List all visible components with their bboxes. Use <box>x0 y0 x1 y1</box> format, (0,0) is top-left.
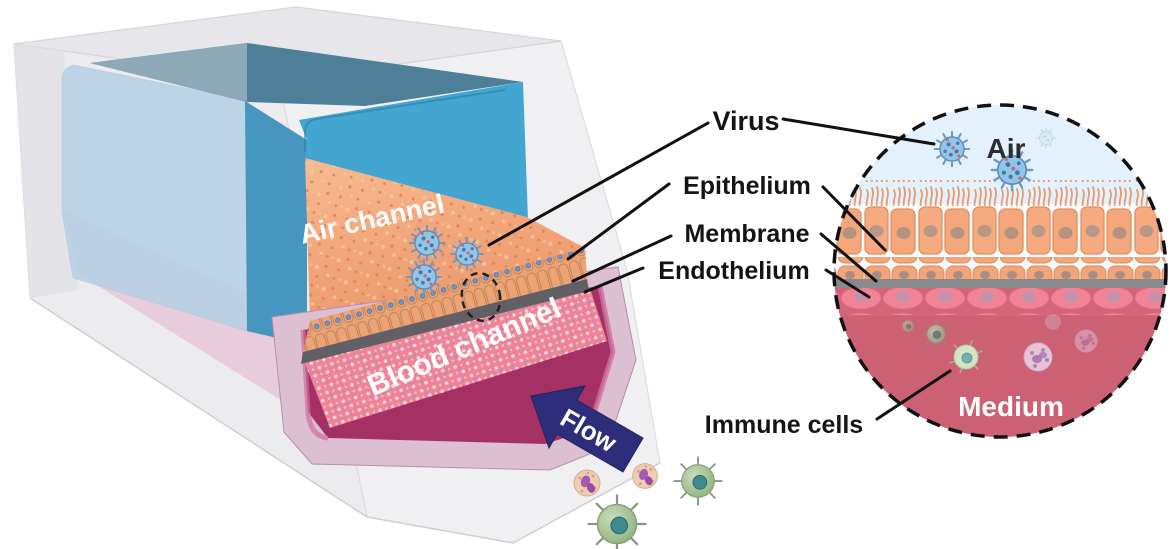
callout-labels: Virus Epithelium Membrane Endothelium Im… <box>658 106 863 439</box>
callout-lines <box>487 117 952 421</box>
inset-air-label: Air <box>987 133 1026 164</box>
endothelium-leader-right <box>824 268 871 299</box>
magnified-region-ellipse <box>460 271 502 323</box>
blood-channel-rim-highlight-left <box>300 329 329 441</box>
membrane-label: Membrane <box>684 220 809 248</box>
air-channel-front-face <box>299 82 528 220</box>
inset-membrane-bar <box>834 278 1166 288</box>
air-channel-top-overlap <box>90 43 247 102</box>
endothelium-leader-left <box>583 266 645 294</box>
membrane-edge-strip <box>301 279 589 364</box>
epithelium-label: Epithelium <box>683 172 811 200</box>
air-channel-rim-line <box>304 89 506 152</box>
air-channel-edge-band <box>245 101 307 345</box>
immune-cell-green-icon <box>673 456 723 506</box>
immune-cell-green-icon <box>922 320 950 348</box>
chip-3d-device: Air channel Blood channel Flow <box>13 6 661 544</box>
endothelium-label: Endothelium <box>658 257 809 285</box>
blood-channel-rim-highlight-right <box>586 285 616 431</box>
inset-flat-epithelium <box>834 256 1166 279</box>
epithelium-leader-right <box>821 185 887 252</box>
chip-bottom-edge <box>29 297 661 544</box>
inset-dashed-border <box>832 103 1168 439</box>
membrane-leader-left <box>571 234 673 283</box>
inset-columnar-epithelium <box>834 204 1166 257</box>
immune-cell-green-icon <box>587 494 647 549</box>
immune-cells-label: Immune cells <box>705 411 863 439</box>
magnified-inset: Air Medium <box>832 103 1168 439</box>
immune-cell-purple-icon <box>1074 329 1098 353</box>
inset-cilia <box>834 180 1166 206</box>
virus-label: Virus <box>712 106 779 136</box>
virus-leader-right <box>781 117 936 146</box>
virus-leader-left <box>487 121 710 247</box>
immune-cells-leader <box>875 369 952 421</box>
inset-endothelium-cells <box>834 288 1166 315</box>
neutrophil-icon <box>573 469 601 497</box>
immune-cell-green-icon <box>899 317 917 335</box>
epithelium-front-cells <box>303 248 587 352</box>
neutrophil-icon <box>632 463 658 489</box>
immune-cell-faint-icon <box>1045 314 1061 330</box>
membrane-leader-right <box>819 232 878 283</box>
epithelium-slab-texture <box>305 158 585 321</box>
immune-cell-purple-icon <box>1023 342 1053 372</box>
flow-arrow <box>530 385 644 473</box>
inset-medium-label: Medium <box>958 391 1064 422</box>
epithelium-leader-left <box>566 182 671 261</box>
porous-membrane-dots <box>303 288 607 428</box>
